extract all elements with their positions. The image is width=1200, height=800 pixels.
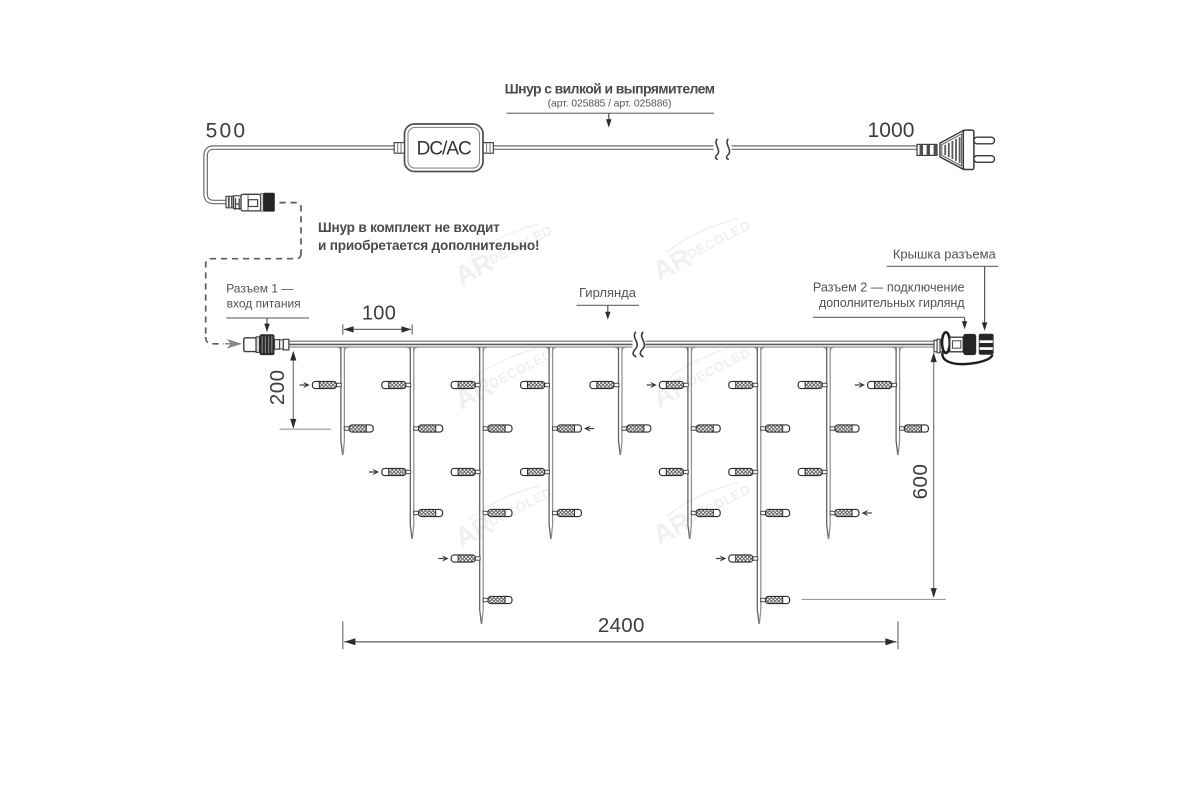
svg-text:1000: 1000 <box>867 119 914 142</box>
svg-text:вход питания: вход питания <box>227 296 301 310</box>
svg-text:(арт. 025885 / арт. 025886): (арт. 025885 / арт. 025886) <box>548 97 672 109</box>
svg-text:600: 600 <box>909 464 932 500</box>
svg-text:200: 200 <box>266 369 289 405</box>
svg-text:Крышка разъема: Крышка разъема <box>893 247 997 262</box>
svg-text:100: 100 <box>362 303 396 325</box>
svg-text:2400: 2400 <box>598 614 645 637</box>
svg-text:Гирлянда: Гирлянда <box>579 285 637 300</box>
svg-text:Разъем 1 —: Разъем 1 — <box>226 281 293 295</box>
svg-text:Шнур в комплект не входит: Шнур в комплект не входит <box>318 220 500 235</box>
svg-text:500: 500 <box>206 120 248 143</box>
svg-text:и приобретается дополнительно!: и приобретается дополнительно! <box>318 238 539 253</box>
svg-text:DC/AC: DC/AC <box>417 139 471 160</box>
svg-text:Шнур с вилкой и выпрямителем: Шнур с вилкой и выпрямителем <box>505 81 715 97</box>
svg-text:дополнительных гирлянд: дополнительных гирлянд <box>819 296 965 310</box>
svg-text:Разъем 2 — подключение: Разъем 2 — подключение <box>813 280 965 294</box>
